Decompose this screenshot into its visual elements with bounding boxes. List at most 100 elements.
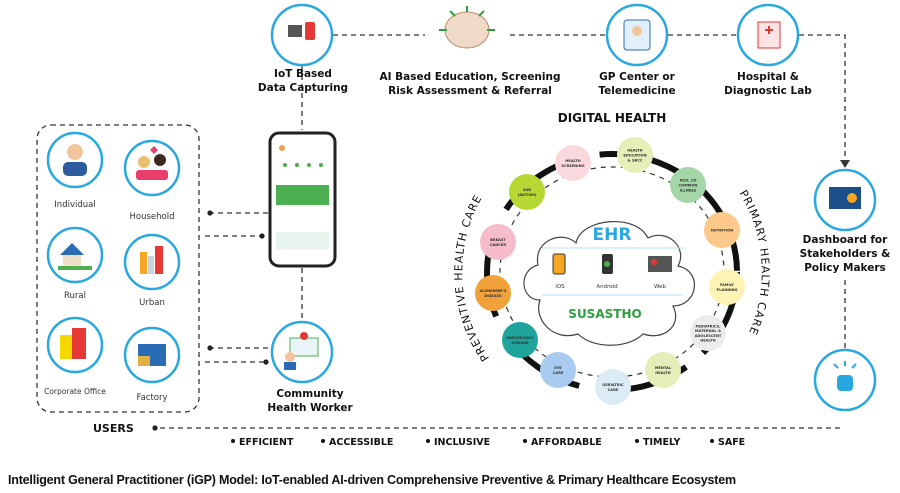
platform-label: Web — [654, 284, 666, 290]
principles-list: EFFICIENT ACCESSIBLE INCLUSIVE AFFORDABL… — [231, 437, 745, 448]
dashboard-node: Dashboard for Stakeholders & Policy Make… — [800, 168, 891, 274]
dashboard-label: Dashboard for — [803, 234, 888, 246]
user-label: Household — [130, 212, 175, 222]
user-label: Urban — [139, 298, 165, 308]
clinic-icon — [300, 332, 308, 340]
dashboard-label: Policy Makers — [804, 262, 886, 274]
office-building-icon — [60, 335, 72, 359]
service-circle-bg — [595, 369, 631, 405]
user-label: Rural — [64, 291, 86, 301]
person-icon — [67, 144, 83, 160]
service-label: FAMILY — [720, 283, 734, 287]
service-label: PEDIATRICS, — [695, 324, 720, 328]
service-label: ASD — [523, 188, 531, 192]
service-label: HEALTH — [565, 159, 580, 163]
susastho-logo: SUSASTHO — [568, 307, 641, 321]
service-circle: ASD(AUTISM) — [509, 174, 545, 210]
principle: ACCESSIBLE — [329, 437, 393, 448]
service-label: ILLNESS — [680, 188, 697, 192]
user-rural: Rural — [46, 226, 104, 301]
service-circle-bg — [540, 352, 576, 388]
service-label: BREAST — [490, 238, 506, 242]
figure-caption: Intelligent General Practitioner (iGP) M… — [8, 473, 736, 487]
service-label: DISEASE — [511, 341, 529, 345]
gp-label: Telemedicine — [598, 85, 675, 97]
service-circle-bg — [502, 322, 538, 358]
house-icon — [60, 243, 84, 255]
ehr-cloud: EHR iOS Android Web SUSASTHO — [523, 220, 695, 346]
brain-icon — [444, 11, 490, 49]
flow-lines — [152, 34, 846, 431]
service-label: EDUCATION — [623, 154, 646, 158]
user-urban: Urban — [123, 233, 181, 308]
service-label: HEALTH — [627, 149, 642, 153]
user-individual: Individual — [46, 131, 104, 210]
service-circle-bg — [670, 167, 706, 203]
hospital-node: Hospital & Diagnostic Lab — [724, 3, 812, 97]
ai-education-node: AI Based Education, Screening Risk Asses… — [379, 6, 561, 97]
hospital-label: Hospital & — [737, 71, 799, 83]
service-label: & SBCC — [628, 158, 643, 162]
service-label: EYE — [554, 366, 562, 370]
service-circle-bg — [704, 212, 740, 248]
gp-label: GP Center or — [599, 71, 675, 83]
service-label: HEALTH — [655, 371, 670, 375]
iot-label: IoT Based — [274, 68, 332, 80]
service-circle-bg — [555, 145, 591, 181]
service-circle-bg — [690, 315, 726, 351]
family-icon — [138, 156, 150, 168]
user-label: Individual — [54, 200, 95, 210]
service-circle-bg — [645, 352, 681, 388]
service-label: NCD, CD — [680, 179, 697, 183]
service-label: NUTRITION — [711, 229, 733, 233]
dashboard-label: Stakeholders & — [800, 248, 891, 260]
platform-label: Android — [596, 284, 617, 290]
principle: EFFICIENT — [239, 437, 294, 448]
mobile-app-phone — [268, 131, 337, 268]
service-label: HEALTH — [700, 339, 715, 343]
platform-label: iOS — [555, 284, 565, 290]
service-label: COMMON — [679, 184, 698, 188]
iot-data-capturing-node: IoT Based Data Capturing — [258, 3, 348, 94]
fist-icon — [837, 375, 853, 391]
service-label: PLANNING — [716, 288, 737, 292]
iot-device-icon — [288, 25, 302, 37]
stakeholder-feedback-node — [813, 348, 877, 412]
principle: SAFE — [718, 437, 745, 448]
dashboard-monitor-icon — [829, 187, 861, 209]
user-label: Corporate Office — [44, 387, 106, 396]
service-label: MENTAL — [655, 366, 672, 370]
city-icon — [140, 252, 147, 274]
service-label: CARE — [608, 388, 619, 392]
users-title: USERS — [93, 422, 134, 435]
community-health-worker-node: Community Health Worker — [267, 320, 353, 414]
service-circle-bg — [480, 224, 516, 260]
user-label: Factory — [136, 393, 167, 403]
ai-label: AI Based Education, Screening — [379, 71, 560, 83]
digital-health-title: DIGITAL HEALTH — [558, 111, 667, 125]
ehr-title: EHR — [593, 225, 632, 245]
chw-label: Health Worker — [267, 402, 353, 414]
service-label: CANCER — [490, 243, 507, 247]
primary-care-label: PRIMARY HEALTH CARE — [737, 188, 772, 338]
hospital-icon — [757, 21, 781, 49]
gp-center-node: GP Center or Telemedicine — [598, 3, 676, 97]
principle: INCLUSIVE — [434, 437, 490, 448]
service-label: ADOLESCENT — [695, 334, 722, 338]
service-label: GERIATRIC — [602, 383, 624, 387]
web-icon — [648, 256, 672, 272]
principle: AFFORDABLE — [531, 437, 602, 448]
ios-icon — [552, 253, 566, 275]
iot-label: Data Capturing — [258, 82, 348, 94]
service-circle-bg — [617, 137, 653, 173]
user-factory: Factory — [123, 326, 181, 403]
